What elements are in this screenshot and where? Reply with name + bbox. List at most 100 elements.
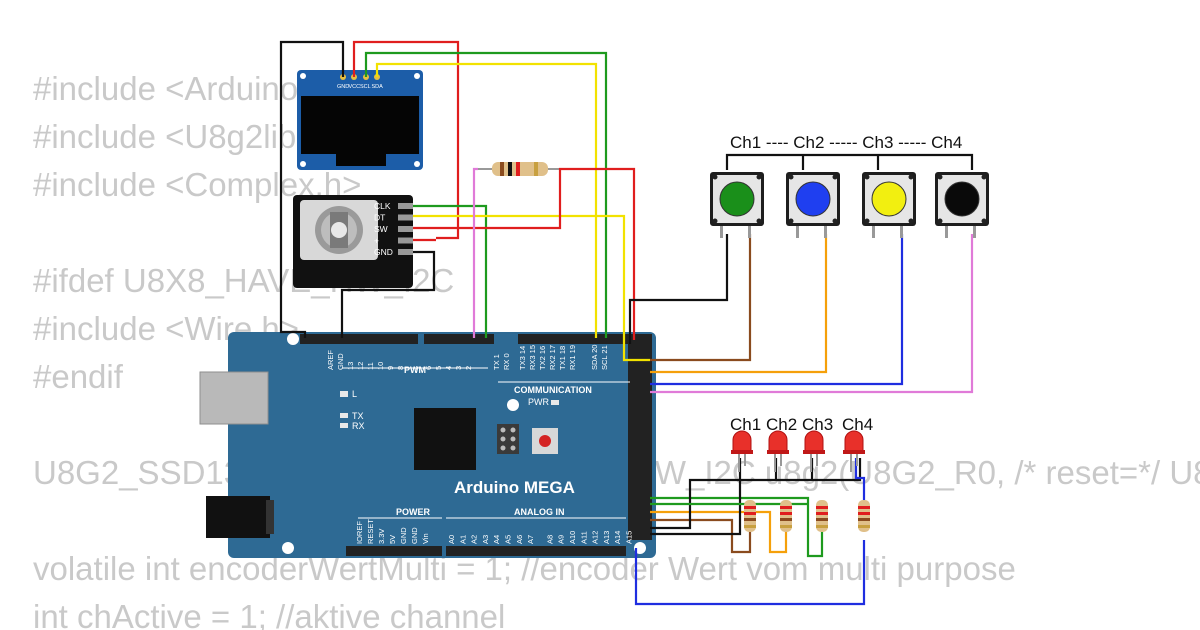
encoder-pin-label: DT [374, 213, 385, 223]
header-pwm [424, 334, 494, 344]
label-pwm: PWM [404, 365, 426, 375]
board-pin-label: Vin [421, 533, 430, 544]
board-pin-label: A6 [515, 535, 524, 544]
board-pin-label: 11 [366, 362, 375, 370]
encoder-pin-label: SW [374, 224, 388, 234]
board-pin-label: 12 [356, 362, 365, 370]
wire-oled-vcc [352, 40, 460, 240]
button-cap [719, 181, 755, 217]
button-cap [944, 181, 980, 217]
board-pin-label: 8 [396, 366, 405, 370]
encoder-pin [398, 237, 413, 244]
board-pin-label: 4 [444, 366, 453, 370]
board-pin-label: RESET [366, 519, 375, 544]
board-pin-label: A14 [613, 531, 622, 544]
board-pin-label: RX 0 [502, 353, 511, 370]
board-pin-label: A12 [591, 531, 600, 544]
led-tx-indicator [340, 413, 348, 418]
led-label: Ch1 [730, 415, 761, 434]
board-pin-label: 3.3V [377, 529, 386, 544]
header-left [300, 334, 418, 344]
board-pin-label: A5 [504, 535, 513, 544]
board-pin-label: A15 [625, 531, 634, 544]
wire-btn3 [650, 234, 904, 386]
wire-enc-sw [413, 167, 636, 340]
oled-pin-label: SCL [360, 84, 371, 90]
board-pin-label: A7 [526, 535, 535, 544]
wire-led2 [650, 510, 788, 554]
board-pin-label: IOREF [355, 521, 364, 544]
led-resistor [816, 500, 828, 532]
mount-hole [507, 399, 519, 411]
buttons-header: Ch1 ---- Ch2 ----- Ch3 ----- Ch4 [730, 133, 962, 152]
code-line: volatile int encoderWertMulti = 1; //enc… [33, 550, 1016, 587]
wire-btn2 [650, 234, 828, 374]
header-power [346, 546, 442, 556]
board-pin-label: 3 [454, 366, 463, 370]
board-pin-label: A11 [579, 531, 588, 544]
board-pin-label: A10 [568, 531, 577, 544]
led-resistor [744, 500, 756, 532]
code-line: #endif [33, 358, 123, 395]
pushbutton-ch1 [710, 172, 764, 238]
led-label: Ch3 [802, 415, 833, 434]
board-pin-label: A0 [447, 535, 456, 544]
pushbutton-ch2 [786, 172, 840, 238]
pushbuttons [710, 172, 989, 238]
label-communication: COMMUNICATION [514, 385, 592, 395]
red-led [731, 430, 753, 472]
led-resistors [744, 500, 870, 532]
wire-btn-common [725, 153, 974, 170]
encoder-pin [398, 203, 413, 209]
header-digital-right [628, 334, 652, 540]
red-led [843, 430, 865, 472]
board-pin-label: SDA 20 [590, 345, 599, 370]
board-pin-label: 6 [424, 366, 433, 370]
red-led [803, 430, 825, 472]
board-pin-label: A13 [602, 531, 611, 544]
wire-resistor-pink [472, 167, 478, 338]
board-pin-label: RX3 15 [528, 345, 537, 370]
board-pin-label: 13 [346, 362, 355, 370]
wire-led1 [650, 518, 752, 554]
pullup-resistor [478, 162, 560, 176]
wires [279, 40, 974, 606]
board-pin-label: RX2 17 [548, 345, 557, 370]
dc-jack [206, 496, 270, 538]
led-l-indicator [340, 391, 348, 397]
oled-pin-label: SDA [372, 84, 384, 90]
wire-oled-gnd [279, 40, 345, 338]
board-pin-label: 5 [434, 366, 443, 370]
wire-led4 [634, 540, 866, 606]
oled-pin-label: VCC [349, 84, 361, 90]
wire-enc-gnd [340, 250, 436, 338]
arduino-mega-board: L TX RX PWR PWM COMMUNICATION POWER ANAL… [199, 332, 656, 558]
board-name: Arduino MEGA [454, 478, 575, 497]
code-line: int chActive = 1; //aktive channel [33, 598, 506, 630]
led-rx-indicator [340, 423, 348, 428]
wire-btn4 [650, 234, 974, 394]
pushbutton-ch4 [935, 172, 989, 238]
led-label: Ch4 [842, 415, 873, 434]
board-pin-label: GND [336, 353, 345, 370]
board-pin-label: A1 [458, 535, 467, 544]
wire-oled-scl [364, 51, 608, 338]
led-pwr-indicator [551, 400, 559, 405]
wire-led3 [650, 496, 824, 558]
board-pin-label: TX 1 [492, 354, 501, 370]
led-resistor [780, 500, 792, 532]
led-resistor [858, 500, 870, 532]
board-pin-label: AREF [326, 350, 335, 370]
board-pin-label: 5V [388, 535, 397, 544]
wire-oled-sda [375, 62, 598, 338]
board-pin-label: 10 [376, 362, 385, 370]
code-line: #include <Complex.h> [33, 166, 362, 203]
